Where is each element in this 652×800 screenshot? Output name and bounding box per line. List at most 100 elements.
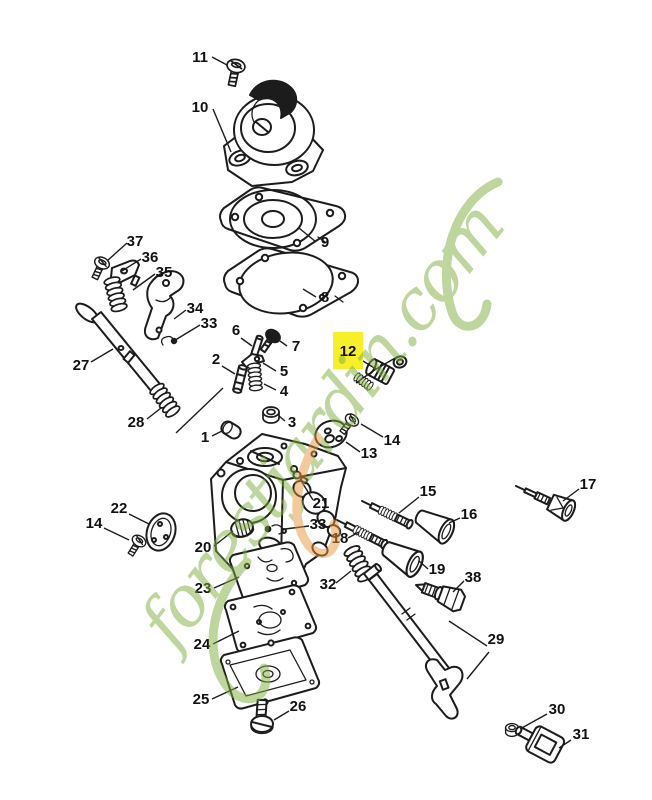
- leader-line-4: [263, 383, 277, 391]
- part-31-cable-end: [514, 725, 566, 764]
- leader-line-33a: [171, 324, 201, 343]
- leader-line-28: [146, 407, 162, 420]
- part-label-8: 8: [321, 289, 329, 306]
- leader-line-9: [298, 227, 317, 243]
- part-label-26: 26: [290, 698, 307, 715]
- part-label-11: 11: [192, 49, 208, 66]
- part-2-plug: [232, 364, 248, 394]
- watermark-flourish-orange: [292, 433, 341, 558]
- leader-line-14a: [360, 423, 384, 438]
- part-label-23: 23: [195, 580, 212, 597]
- part-label-2: 2: [212, 351, 220, 368]
- leader-line-3: [278, 415, 286, 422]
- part-15-high-speed-needle: [361, 500, 414, 530]
- part-label-7: 7: [292, 338, 300, 355]
- part-label-14b: 14: [86, 515, 103, 532]
- part-16-cap: [414, 509, 456, 545]
- leader-line-36: [121, 258, 142, 272]
- leader-line-20: [213, 530, 234, 547]
- part-label-12: 12: [340, 343, 357, 360]
- part-label-36: 36: [142, 249, 159, 266]
- part-label-15: 15: [420, 483, 437, 500]
- leader-line-22: [128, 513, 150, 525]
- watermark-flourish-top: [441, 177, 503, 331]
- part-label-33b: 33: [310, 516, 327, 533]
- part-label-19: 19: [429, 561, 446, 578]
- part-label-16: 16: [461, 506, 478, 523]
- leader-line-17: [562, 488, 580, 502]
- part-label-34: 34: [187, 300, 204, 317]
- part-label-28: 28: [128, 414, 145, 431]
- part-34-choke-lever: [144, 270, 185, 341]
- leader-line-29b: [466, 651, 490, 680]
- leader-line-11: [211, 56, 228, 66]
- leader-line-34: [173, 309, 187, 320]
- part-11-screw: [222, 56, 248, 89]
- leader-line-7: [279, 340, 288, 347]
- leader-line-27: [90, 348, 114, 363]
- part-18-low-speed-needle: [336, 519, 389, 550]
- part-label-38: 38: [465, 569, 482, 586]
- part-label-13: 13: [361, 445, 378, 462]
- part-label-24: 24: [194, 636, 211, 653]
- part-label-30: 30: [549, 701, 566, 718]
- part-label-35: 35: [156, 264, 173, 281]
- part-1-bushing: [220, 420, 242, 440]
- part-19-cap: [381, 541, 424, 578]
- part-20-plug: [230, 518, 255, 538]
- leader-line-13: [345, 441, 361, 453]
- part-label-25: 25: [193, 691, 210, 708]
- part-29-shaft-lever: [362, 563, 464, 720]
- leader-line-14b: [103, 527, 130, 541]
- part-9-metering-diaphragm: [219, 186, 347, 252]
- leader-line-37: [106, 242, 128, 262]
- part-38-screw: [415, 582, 467, 613]
- part-24-pump-diaphragm: [223, 584, 318, 654]
- part-label-32: 32: [320, 576, 337, 593]
- leader-line-6: [240, 337, 253, 347]
- part-label-20: 20: [195, 539, 212, 556]
- part-17-adjusting-screw: [515, 485, 577, 522]
- part-4-spring: [246, 361, 264, 392]
- leader-line-15: [398, 496, 420, 514]
- leader-line-2: [221, 365, 236, 375]
- part-12-washer: [392, 355, 408, 369]
- watermark-flourish-bottom: [208, 557, 271, 704]
- leader-line-32: [335, 570, 352, 584]
- part-10-top-cover: [223, 79, 324, 187]
- part-label-10: 10: [192, 99, 209, 116]
- part-8-gasket: [223, 247, 359, 318]
- part-label-22: 22: [111, 500, 128, 517]
- part-33b-clip: [264, 524, 287, 535]
- part-label-33a: 33: [201, 315, 218, 332]
- part-25-pump-cover: [219, 636, 321, 710]
- part-label-21: 21: [313, 495, 330, 512]
- part-22-disc: [145, 512, 177, 552]
- assembly-line: [175, 387, 224, 434]
- part-label-6: 6: [232, 322, 240, 339]
- leader-line-35: [132, 273, 156, 291]
- part-label-4: 4: [280, 383, 289, 400]
- part-label-27: 27: [73, 357, 90, 374]
- leader-line-10: [212, 108, 232, 153]
- leader-line-1: [211, 430, 223, 437]
- leader-line-26: [273, 710, 290, 721]
- part-label-37: 37: [127, 233, 144, 250]
- leader-line-38: [452, 580, 465, 593]
- part-label-29: 29: [488, 631, 505, 648]
- leader-line-18: [347, 531, 360, 539]
- part-label-9: 9: [321, 234, 329, 251]
- part-label-5: 5: [280, 363, 288, 380]
- leader-line-5: [262, 362, 277, 372]
- part-26-screw: [250, 698, 274, 735]
- part-37-screw: [87, 253, 113, 283]
- leader-line-30: [519, 713, 548, 730]
- bracket-line-12b: [375, 356, 398, 370]
- leader-line-19: [418, 560, 429, 570]
- part-label-17: 17: [580, 476, 597, 493]
- part-14b-screw: [123, 531, 149, 560]
- part-label-1: 1: [201, 429, 209, 446]
